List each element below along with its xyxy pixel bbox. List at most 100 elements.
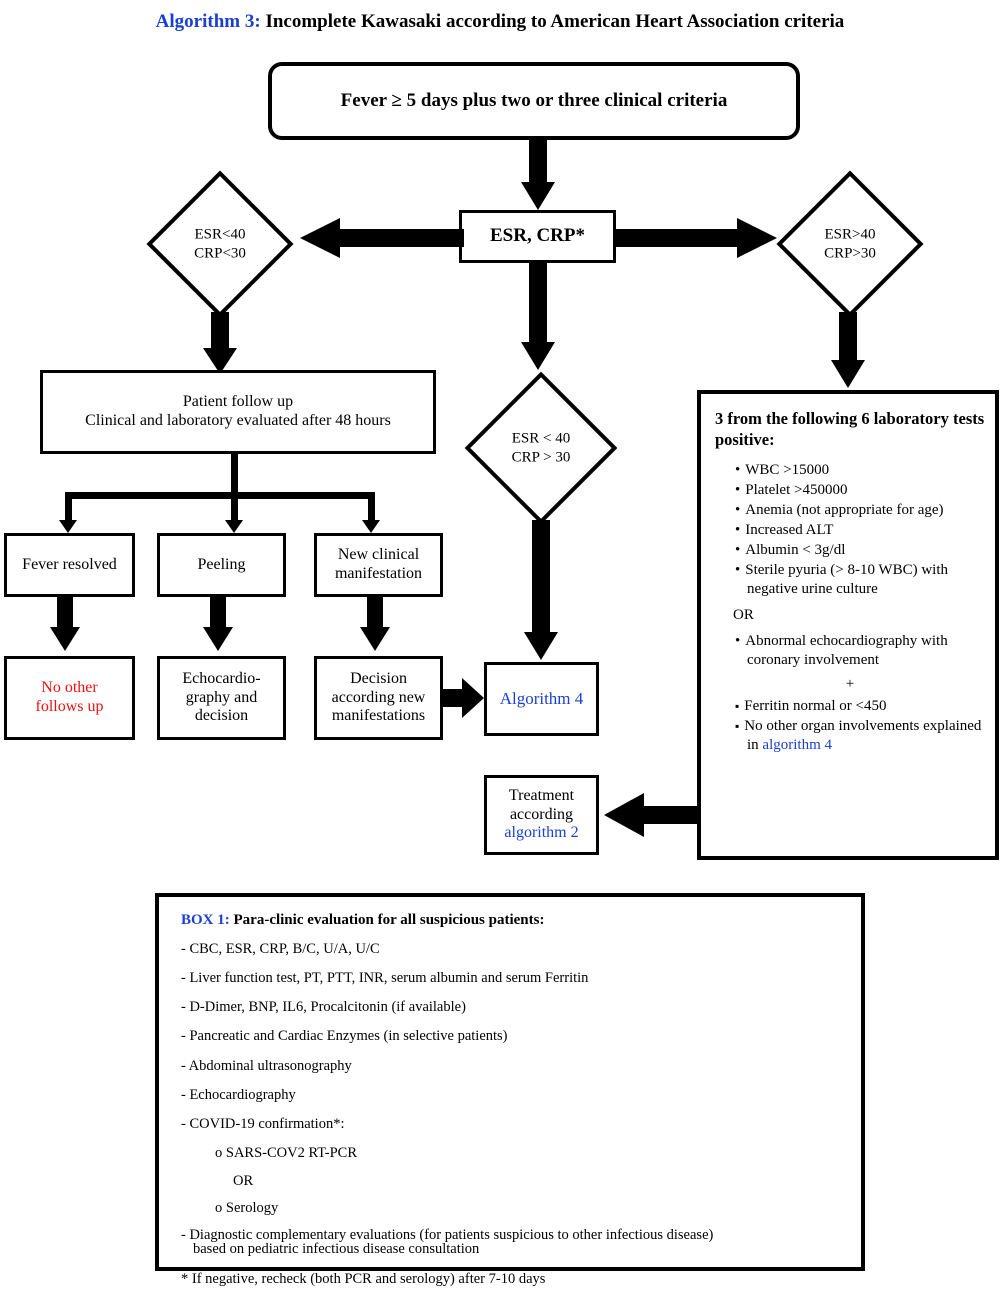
box1-line: - Diagnostic complementary evaluations (…: [181, 1227, 714, 1244]
page-title: Algorithm 3: Incomplete Kawasaki accordi…: [0, 8, 1000, 36]
branch3-line2: manifestation: [334, 565, 423, 582]
connector-horizontal: [65, 492, 375, 499]
outcome3-line2: according new: [331, 688, 426, 706]
diamond-right-text: ESR>40 CRP>30: [775, 225, 925, 263]
connector-drop-right: [368, 492, 375, 524]
arrow-lab-panel-to-treatment: [604, 793, 698, 837]
box1-subitem: o Serology: [215, 1199, 279, 1216]
diamond-left-line1: ESR<40: [194, 226, 246, 243]
box1-line: - Liver function test, PT, PTT, INR, ser…: [181, 969, 589, 986]
followup-line2: Clinical and laboratory evaluated after …: [85, 412, 391, 429]
box1-line: - Pancreatic and Cardiac Enzymes (in sel…: [181, 1028, 508, 1045]
node-start: Fever ≥ 5 days plus two or three clinica…: [268, 62, 800, 140]
diamond-right-line1: ESR>40: [824, 226, 876, 243]
connector-arrowhead-mid: [225, 520, 243, 533]
box1-heading-rest: Para-clinic evaluation for all suspiciou…: [233, 912, 545, 928]
node-no-other-followup: No other follows up: [4, 656, 135, 740]
node-peeling: Peeling: [157, 533, 286, 597]
arrow-test-to-right-diamond: [613, 218, 777, 258]
box1-subitem: OR: [233, 1172, 254, 1189]
list-item: Increased ALT: [735, 521, 985, 540]
algorithm4-label[interactable]: Algorithm 4: [499, 688, 584, 708]
lab-panel-plus-label: +: [845, 676, 855, 693]
node-decision-esr-gt40: ESR>40 CRP>30: [775, 170, 925, 318]
box1-subitem: o SARS-COV2 RT-PCR: [215, 1145, 358, 1162]
list-item: Ferritin normal or <450: [735, 697, 985, 716]
box1-line: - Abdominal ultrasonography: [181, 1057, 352, 1074]
treatment-line2: according: [509, 805, 574, 823]
connector-arrowhead-right: [362, 520, 380, 533]
diamond-mid-line1: ESR < 40: [511, 430, 571, 447]
diamond-left-text: ESR<40 CRP<30: [145, 225, 295, 263]
arrow-start-to-test: [521, 140, 555, 210]
lab-panel-or-label: OR: [733, 607, 754, 624]
treatment-link-algorithm2[interactable]: algorithm 2: [504, 824, 579, 842]
box1-line-continuation: based on pediatric infectious disease co…: [193, 1241, 480, 1258]
arrow-left-diamond-to-followup: [203, 312, 237, 376]
connector-arrowhead-left: [59, 520, 77, 533]
followup-line1: Patient follow up: [182, 393, 294, 411]
lab-panel-square-list: Ferritin normal or <450 No other organ i…: [715, 697, 985, 755]
outcome2-line2: graphy and: [185, 688, 258, 706]
node-start-label: Fever ≥ 5 days plus two or three clinica…: [340, 89, 728, 111]
connector-drop-mid: [231, 492, 238, 524]
node-patient-followup: Patient follow up Clinical and laborator…: [40, 370, 436, 454]
outcome1-line1: No other: [41, 679, 98, 697]
node-fever-resolved: Fever resolved: [4, 533, 135, 597]
box1-heading-prefix: BOX 1:: [181, 912, 230, 928]
box1-line: - D-Dimer, BNP, IL6, Procalcitonin (if a…: [181, 999, 466, 1016]
node-decision-esr-lt40: ESR<40 CRP<30: [145, 170, 295, 318]
arrow-test-to-left-diamond: [300, 218, 464, 258]
arrow-test-to-mid-diamond: [521, 262, 555, 372]
box1-heading: BOX 1: Para-clinic evaluation for all su…: [181, 911, 845, 931]
node-decision-new-manifestations: Decision according new manifestations: [314, 656, 443, 740]
diamond-left-line2: CRP<30: [194, 245, 246, 261]
diamond-right-line2: CRP>30: [824, 245, 876, 261]
list-item-link-algorithm4[interactable]: algorithm 4: [762, 737, 832, 754]
outcome3-line1: Decision: [350, 669, 407, 687]
list-item: No other organ involvements explained in…: [735, 717, 985, 755]
connector-drop-left: [65, 492, 72, 524]
outcome2-line1: Echocardio-: [182, 669, 261, 687]
box1-line: - COVID-19 confirmation*:: [181, 1116, 345, 1133]
node-new-clinical-manifestation: New clinical manifestation: [314, 533, 443, 597]
arrow-right-diamond-to-lab-panel: [831, 312, 865, 390]
panel-box1-paraclinic-evaluation: BOX 1: Para-clinic evaluation for all su…: [155, 893, 865, 1287]
page-title-rest: Incomplete Kawasaki according to America…: [265, 11, 845, 32]
lab-panel-alt-list: Abnormal echocardiography with coronary …: [715, 632, 985, 670]
lab-panel-list: WBC >15000 Platelet >450000 Anemia (not …: [715, 461, 985, 599]
node-decision-esr-lt40-crp-gt30: ESR < 40 CRP > 30: [463, 371, 619, 525]
list-item: Platelet >450000: [735, 481, 985, 500]
list-item: Sterile pyuria (> 8-10 WBC) with negativ…: [735, 561, 985, 599]
outcome3-line3: manifestations: [331, 707, 426, 725]
branch2-label: Peeling: [197, 555, 246, 573]
arrow-mid-diamond-to-algorithm4: [524, 520, 558, 662]
arrow-outcome3-to-algorithm4: [443, 678, 484, 718]
arrow-branch1-to-outcome1: [50, 597, 80, 651]
panel-laboratory-criteria: 3 from the following 6 laboratory tests …: [697, 390, 999, 860]
outcome1-line2: follows up: [35, 698, 104, 715]
list-item: WBC >15000: [735, 461, 985, 480]
list-item-text: No other organ involvements explained in: [744, 718, 982, 754]
list-item: Albumin < 3g/dl: [735, 541, 985, 560]
diamond-mid-line2: CRP > 30: [511, 449, 571, 465]
outcome2-line3: decision: [194, 707, 249, 725]
node-treatment-according-algorithm2: Treatment according algorithm 2: [484, 775, 599, 855]
page-title-prefix: Algorithm 3:: [155, 11, 261, 32]
arrow-branch3-to-outcome3: [360, 597, 390, 651]
branch3-line1: New clinical: [337, 546, 420, 564]
treatment-line1: Treatment: [508, 786, 575, 804]
lab-panel-heading: 3 from the following 6 laboratory tests …: [715, 409, 985, 450]
node-echocardiography-decision: Echocardio- graphy and decision: [157, 656, 286, 740]
node-esr-crp-label: ESR, CRP*: [489, 225, 585, 247]
box1-footnote: * If negative, recheck (both PCR and ser…: [181, 1270, 546, 1287]
connector-vertical-main: [231, 454, 238, 496]
arrow-branch2-to-outcome2: [203, 597, 233, 651]
diamond-mid-text: ESR < 40 CRP > 30: [463, 429, 619, 467]
branch1-label: Fever resolved: [22, 555, 117, 573]
node-esr-crp-test: ESR, CRP*: [459, 210, 616, 263]
node-algorithm-4[interactable]: Algorithm 4: [484, 662, 599, 736]
list-item: Anemia (not appropriate for age): [735, 501, 985, 520]
box1-line: - Echocardiography: [181, 1086, 296, 1103]
box1-line: - CBC, ESR, CRP, B/C, U/A, U/C: [181, 940, 380, 957]
